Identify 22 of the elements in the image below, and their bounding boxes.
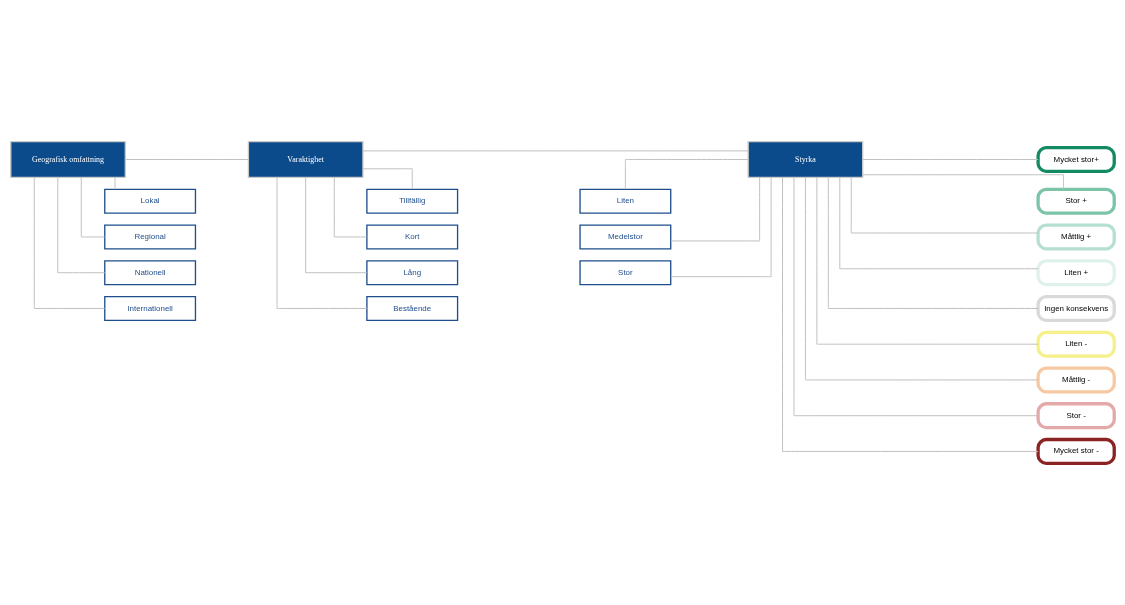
connector — [305, 176, 368, 274]
connector — [839, 177, 1039, 270]
connector — [33, 177, 106, 309]
connector — [670, 177, 772, 278]
connector — [793, 177, 1039, 417]
connector — [816, 176, 1039, 345]
connector — [276, 177, 368, 309]
connector — [804, 177, 1039, 381]
connector — [125, 159, 249, 160]
connector — [624, 159, 749, 190]
connector — [670, 177, 761, 242]
connector — [782, 177, 1039, 452]
connector — [114, 176, 116, 190]
connector — [362, 150, 749, 152]
connector — [862, 159, 1039, 160]
connector — [862, 174, 1064, 190]
connector — [80, 177, 106, 238]
connector — [333, 177, 368, 238]
connector — [57, 176, 106, 274]
connector — [362, 168, 413, 190]
connector — [850, 177, 1039, 234]
connector — [827, 177, 1039, 309]
